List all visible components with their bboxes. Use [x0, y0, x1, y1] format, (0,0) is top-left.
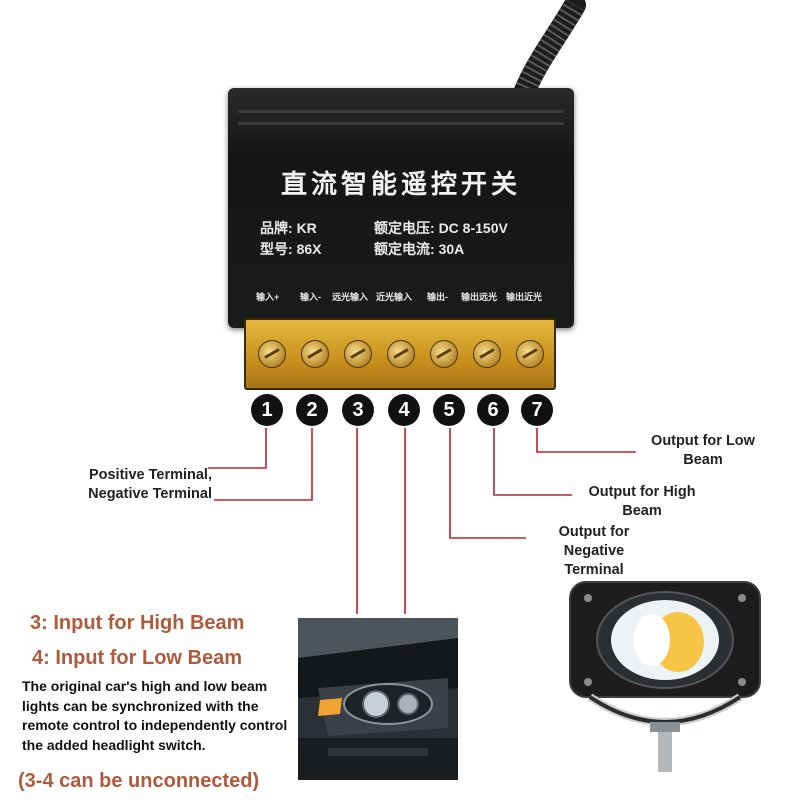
leader-line-7: [536, 428, 636, 453]
leader-line-1: [208, 428, 267, 469]
terminal-label: 近光输入: [376, 292, 413, 302]
high-beam-input-label: 3: Input for High Beam: [30, 612, 245, 634]
description-text: The original car's high and low beam lig…: [22, 678, 288, 753]
device-title: 直流智能遥控开关: [280, 169, 521, 199]
terminal-label: 远光输入: [332, 292, 369, 302]
spec-value: 86X: [296, 241, 322, 257]
device-rib: [238, 122, 564, 125]
terminal-label: 输出-: [427, 292, 448, 302]
terminal-number-6: 6: [477, 394, 509, 426]
terminal-number-1: 1: [251, 394, 283, 426]
leader-line-6: [493, 428, 572, 496]
spec-label: 型号:: [260, 241, 293, 257]
brand-spec: 品牌: KR: [260, 218, 317, 238]
spec-label: 品牌:: [260, 220, 293, 236]
aux-fog-light-image: [569, 581, 761, 772]
terminal-screw: [344, 340, 372, 368]
unconnected-note: (3-4 can be unconnected): [18, 770, 260, 792]
terminal-number-3: 3: [342, 394, 374, 426]
callout-line: Output for: [558, 524, 630, 540]
current-spec: 额定电流: 30A: [374, 239, 464, 259]
model-spec: 型号: 86X: [260, 239, 321, 259]
terminal-screw: [473, 340, 501, 368]
terminal-screw: [258, 340, 286, 368]
callout-line: Output for Low: [651, 433, 755, 449]
spec-label: 额定电压:: [374, 220, 435, 236]
low-beam-input-label: 4: Input for Low Beam: [32, 647, 242, 669]
callout-line: Beam: [622, 503, 662, 519]
callout-line: Output for High: [588, 484, 696, 500]
terminal-screw: [301, 340, 329, 368]
terminal-number-5: 5: [433, 394, 465, 426]
spec-value: KR: [296, 220, 317, 236]
terminal-label: 输入-: [300, 292, 321, 302]
spec-label: 额定电流:: [374, 241, 435, 257]
terminal-label: 输入+: [256, 292, 280, 302]
callout-terminal-7: Output for Low Beam: [640, 432, 766, 470]
callout-line: Negative: [563, 543, 625, 559]
terminal-screw: [387, 340, 415, 368]
terminal-number-7: 7: [521, 394, 553, 426]
terminal-label: 输出近光: [506, 292, 543, 302]
spec-value: DC 8-150V: [438, 220, 508, 236]
callout-terminal-6: Output for High Beam: [576, 483, 708, 521]
car-headlight-photo: [298, 618, 458, 780]
terminal-label: 输出远光: [461, 292, 498, 302]
callout-line: Beam: [683, 452, 723, 468]
terminal-number-4: 4: [388, 394, 420, 426]
terminal-block: [244, 318, 556, 390]
spec-value: 30A: [438, 241, 465, 257]
terminal-number-2: 2: [296, 394, 328, 426]
remote-switch-device: 直流智能遥控开关 品牌: KR 型号: 86X 额定电压: DC 8-150V …: [228, 88, 574, 328]
leader-line-2: [214, 428, 313, 501]
device-rib: [238, 110, 564, 113]
callout-line: Negative Terminal: [88, 486, 212, 502]
terminal-screw: [430, 340, 458, 368]
leader-line-5: [449, 428, 526, 539]
callout-terminals-1-2: Positive Terminal, Negative Terminal: [72, 466, 212, 504]
callout-line: Terminal: [564, 562, 624, 578]
terminal-screw: [516, 340, 544, 368]
callout-line: Positive Terminal,: [88, 467, 212, 483]
voltage-spec: 额定电压: DC 8-150V: [374, 218, 508, 238]
callout-terminal-5: Output for Negative Terminal: [548, 523, 640, 580]
